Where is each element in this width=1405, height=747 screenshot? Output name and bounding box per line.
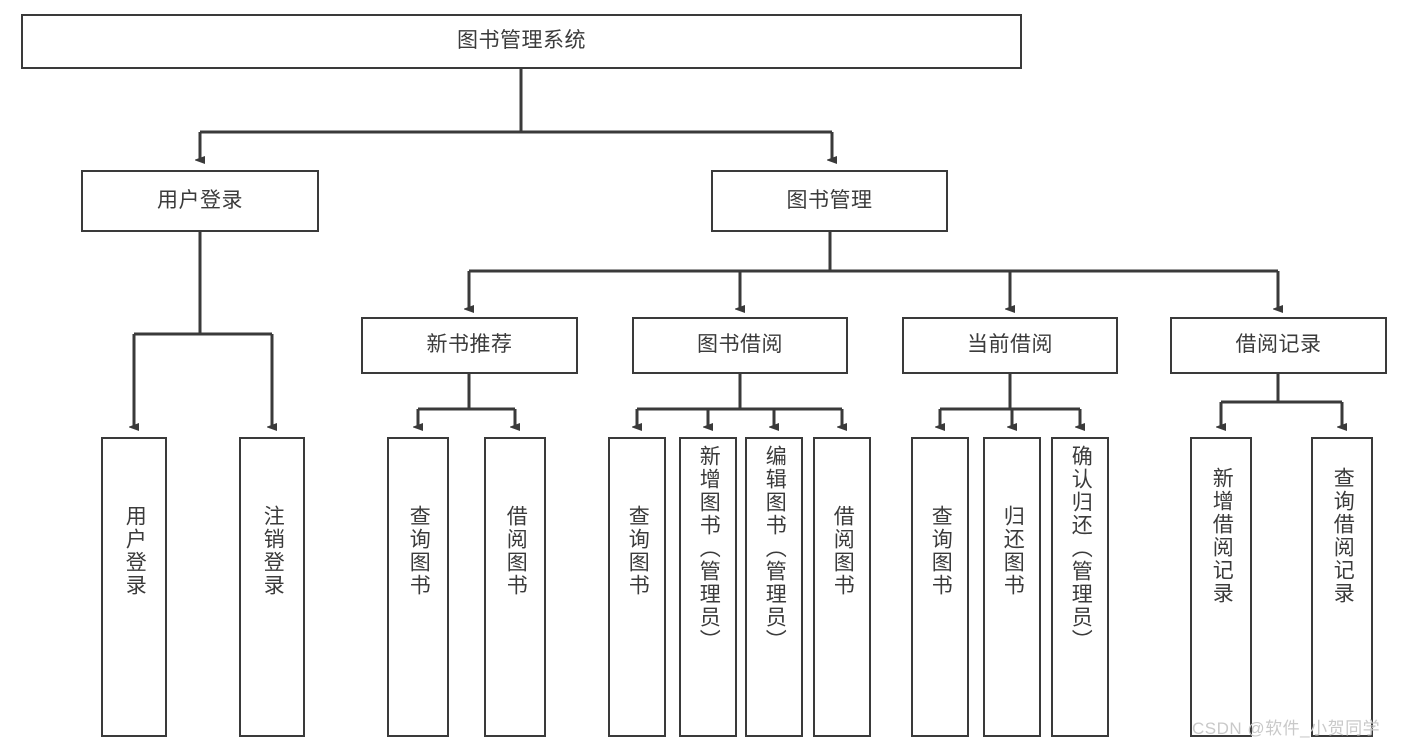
node-leaf-confirm-return[interactable]: 确认归还（管理员） [1051,437,1109,737]
node-leaf-edit-book-label: 编辑图书（管理员） [763,445,787,652]
node-book-management[interactable]: 图书管理 [711,170,948,232]
node-leaf-query-book-borrow[interactable]: 查询图书 [608,437,666,737]
node-leaf-add-borrow-record-label: 新增借阅记录 [1210,467,1234,605]
node-leaf-query-borrow-record[interactable]: 查询借阅记录 [1311,437,1373,737]
node-user-login-label: 用户登录 [157,188,243,212]
node-leaf-user-login-label: 用户登录 [123,505,147,597]
csdn-watermark: CSDN @软件_小贺同学 [1192,719,1381,738]
node-root[interactable]: 图书管理系统 [21,14,1022,69]
node-leaf-user-logout[interactable]: 注销登录 [239,437,305,737]
node-current-borrow[interactable]: 当前借阅 [902,317,1118,374]
node-book-management-label: 图书管理 [786,188,873,212]
node-leaf-add-book[interactable]: 新增图书（管理员） [679,437,737,737]
node-book-borrow[interactable]: 图书借阅 [632,317,848,374]
node-leaf-add-book-label: 新增图书（管理员） [697,445,721,652]
node-user-login[interactable]: 用户登录 [81,170,319,232]
node-borrow-records-label: 借阅记录 [1235,333,1322,357]
node-leaf-add-borrow-record[interactable]: 新增借阅记录 [1190,437,1252,737]
node-leaf-user-login[interactable]: 用户登录 [101,437,167,737]
node-root-label: 图书管理系统 [457,29,586,53]
node-leaf-borrow-book-recommend[interactable]: 借阅图书 [484,437,546,737]
node-leaf-query-book-current-label: 查询图书 [929,505,953,597]
node-book-borrow-label: 图书借阅 [697,333,783,357]
node-leaf-query-book-recommend[interactable]: 查询图书 [387,437,449,737]
node-leaf-query-book-recommend-label: 查询图书 [407,505,431,597]
node-leaf-lend-book-label: 借阅图书 [831,505,855,597]
node-leaf-query-book-borrow-label: 查询图书 [626,505,650,597]
node-new-book-recommend-label: 新书推荐 [426,333,513,357]
node-leaf-edit-book[interactable]: 编辑图书（管理员） [745,437,803,737]
node-leaf-borrow-book-recommend-label: 借阅图书 [504,505,528,597]
node-leaf-user-logout-label: 注销登录 [261,505,285,597]
node-leaf-return-book[interactable]: 归还图书 [983,437,1041,737]
node-leaf-query-book-current[interactable]: 查询图书 [911,437,969,737]
node-leaf-query-borrow-record-label: 查询借阅记录 [1331,467,1355,605]
node-leaf-confirm-return-label: 确认归还（管理员） [1069,445,1093,652]
node-borrow-records[interactable]: 借阅记录 [1170,317,1387,374]
node-leaf-return-book-label: 归还图书 [1001,505,1025,597]
node-leaf-lend-book[interactable]: 借阅图书 [813,437,871,737]
node-current-borrow-label: 当前借阅 [967,333,1053,357]
node-new-book-recommend[interactable]: 新书推荐 [361,317,578,374]
